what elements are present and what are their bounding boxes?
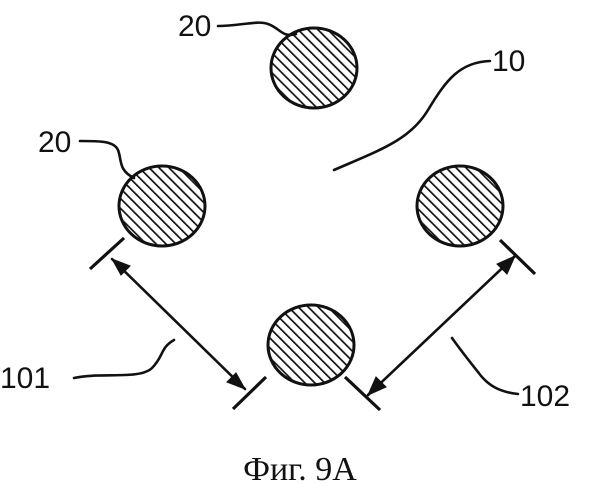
hatched-circle-top: [271, 28, 357, 108]
reference-label-101: 101: [0, 362, 50, 395]
reference-label-20-top: 20: [178, 10, 211, 43]
leader-line-102: [452, 338, 518, 394]
leader-line-101: [74, 340, 174, 378]
figure-caption: Фиг. 9A: [243, 451, 357, 488]
dimension-line-102: [368, 256, 515, 395]
dimension-line-101: [112, 259, 245, 389]
reference-label-102: 102: [520, 380, 570, 413]
leader-line-20-top: [218, 23, 296, 35]
reference-label-10: 10: [492, 45, 525, 78]
hatched-circle-right: [417, 166, 503, 246]
reference-label-20-left: 20: [38, 126, 71, 159]
hatched-circle-bottom: [268, 305, 354, 385]
leader-line-20-left: [80, 141, 134, 178]
